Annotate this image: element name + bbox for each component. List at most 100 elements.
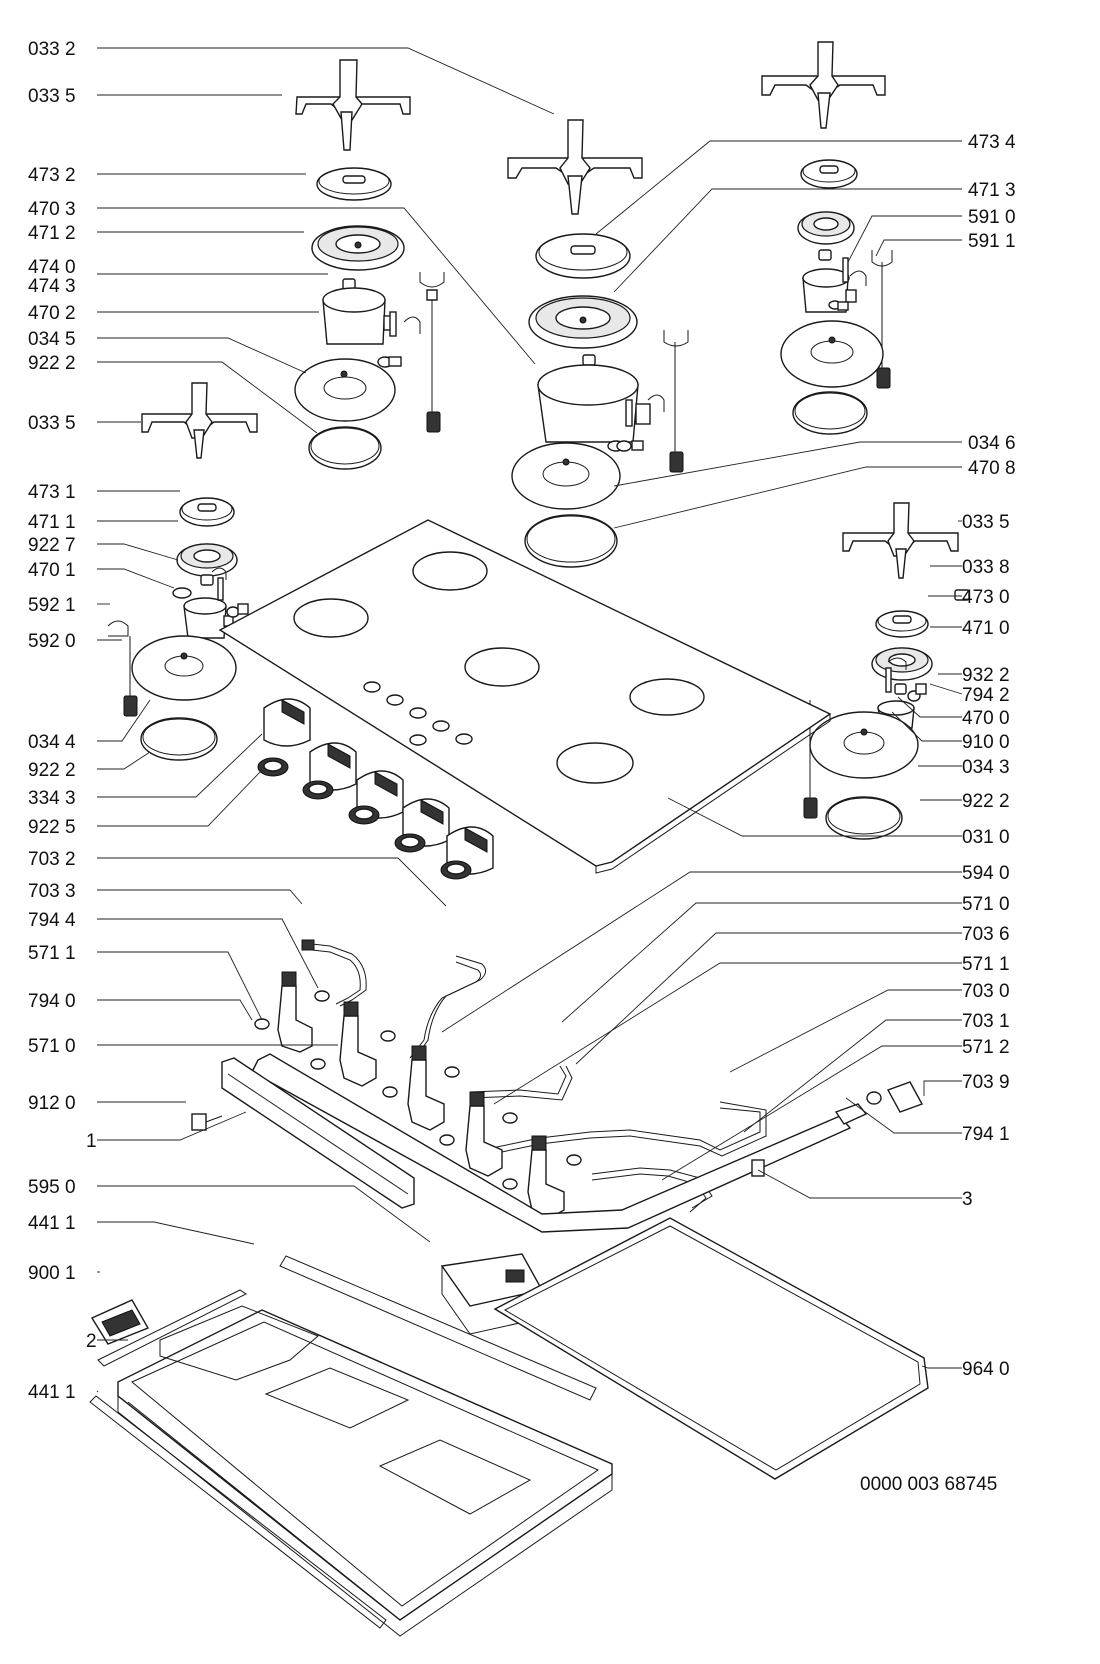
part-label: 571 0 [28,1036,76,1057]
burner-cap-center [535,233,631,279]
part-label: 473 0 [962,587,1010,608]
part-label: 471 1 [28,512,76,533]
part-label: 033 5 [28,86,76,107]
part-label: 034 6 [968,433,1016,454]
part-label: 473 2 [28,165,76,186]
part-label: 591 1 [968,231,1016,252]
pan-support-rear-left [295,59,411,151]
burner-head-front-left [176,543,238,577]
burner-cap-front-left [179,497,235,527]
leader-line-set [96,47,963,1393]
part-label: 912 0 [28,1093,76,1114]
part-label: 922 2 [28,760,76,781]
injector-front-left [172,574,214,599]
part-label: 594 0 [962,863,1010,884]
thermocouple-center [663,330,689,473]
part-label: 571 2 [962,1037,1010,1058]
part-label: 703 1 [962,1011,1010,1032]
perimeter-gasket [493,1217,929,1480]
part-label: 703 3 [28,881,76,902]
part-label: 034 3 [962,757,1010,778]
part-label: 471 3 [968,180,1016,201]
part-label: 591 0 [968,207,1016,228]
burner-cup-center [537,364,651,452]
part-label: 900 1 [28,1263,76,1284]
spark-plug-front-right [885,657,927,702]
burner-cup-rear-left [322,287,395,345]
seal-ring-rear-right [792,391,868,435]
part-label: 441 1 [28,1213,76,1234]
part-label: 571 1 [962,954,1010,975]
part-label: 473 1 [28,482,76,503]
drip-pan-center [511,442,621,510]
seal-ring-center [524,514,618,568]
part-label: 794 2 [962,685,1010,706]
burner-head-rear-left [311,225,405,271]
part-label: 470 1 [28,560,76,581]
gas-valve-set [254,971,582,1219]
burner-cap-rear-right [800,159,858,189]
part-label: 922 7 [28,535,76,556]
part-label: 922 2 [28,353,76,374]
part-label: 441 1 [28,1382,76,1403]
part-label: 1 [86,1131,97,1152]
spark-plug-front-left [211,567,249,618]
part-label: 3 [962,1189,973,1210]
burner-cup-front-left [183,597,234,639]
pan-support-front-right [842,502,959,579]
fastening-clip [90,1299,150,1345]
manifold-end-fitting [834,1081,924,1125]
gas-pipe-set [301,939,767,1213]
part-label: 794 0 [28,991,76,1012]
part-label: 470 3 [28,199,76,220]
injector-center [582,354,596,366]
part-labels-left: 033 2 033 5 473 2 470 3 471 2 474 0 474 … [28,39,97,1403]
part-label: 2 [86,1331,97,1352]
part-label: 034 4 [28,732,76,753]
seal-ring-front-left [140,717,218,761]
cooktop-housing-tray [117,1305,613,1637]
part-label: 592 0 [28,631,76,652]
part-label: 471 0 [962,618,1010,639]
pan-support-rear-right [761,41,886,129]
part-label: 703 6 [962,924,1010,945]
part-label: 922 2 [962,791,1010,812]
drip-pan-front-left [131,635,237,701]
burner-head-front-right [871,647,933,681]
part-label: 910 0 [962,732,1010,753]
mounting-bracket [221,1057,415,1209]
part-label: 703 2 [28,849,76,870]
part-label: 922 5 [28,817,76,838]
part-label: 334 3 [28,788,76,809]
part-label: 033 2 [28,39,76,60]
part-label: 703 9 [962,1072,1010,1093]
drip-pan-rear-left [294,358,396,422]
drip-pan-front-right [809,711,919,779]
thermocouple-front-left [107,620,138,717]
part-label: 470 0 [962,708,1010,729]
burner-head-center [528,295,638,349]
part-label: 794 1 [962,1124,1010,1145]
part-label: 470 8 [968,458,1016,479]
part-label: 473 4 [968,132,1016,153]
part-label: 474 0 [28,257,76,278]
spark-plug-rear-left [377,311,421,368]
part-label: 571 1 [28,943,76,964]
drip-pan-rear-right [780,320,884,388]
knob-bezel-set [257,757,472,880]
burner-cap-rear-left [316,167,392,201]
part-label: 794 4 [28,910,76,931]
document-number: 0000 003 68745 [860,1474,997,1495]
part-label: 932 2 [962,665,1010,686]
spark-plug-rear-right [828,257,867,311]
burner-cap-front-right [875,610,929,638]
part-label: 033 5 [962,512,1010,533]
injector-front-right [894,589,970,695]
cooktop-glass-panel [218,519,832,874]
part-label: 595 0 [28,1177,76,1198]
part-label: 034 5 [28,329,76,350]
part-label: 471 2 [28,223,76,244]
part-label: 571 0 [962,894,1010,915]
part-label: 592 1 [28,595,76,616]
